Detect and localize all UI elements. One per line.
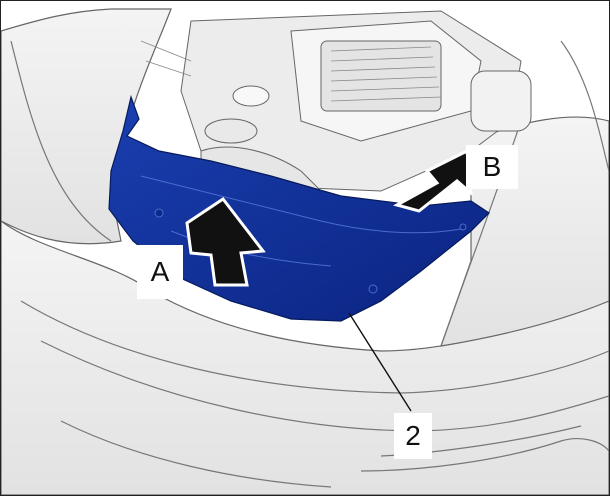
engine-block — [180, 10, 532, 202]
engine-ribs — [140, 40, 442, 194]
panel-details — [140, 175, 467, 294]
callout-part-2: 2 — [394, 413, 432, 459]
callout-b: B — [466, 145, 518, 189]
callout-a: A — [137, 245, 183, 299]
arrow-a-icon — [185, 196, 266, 287]
part-2-leader-line — [348, 312, 412, 412]
cover-panel-highlight — [108, 94, 490, 322]
